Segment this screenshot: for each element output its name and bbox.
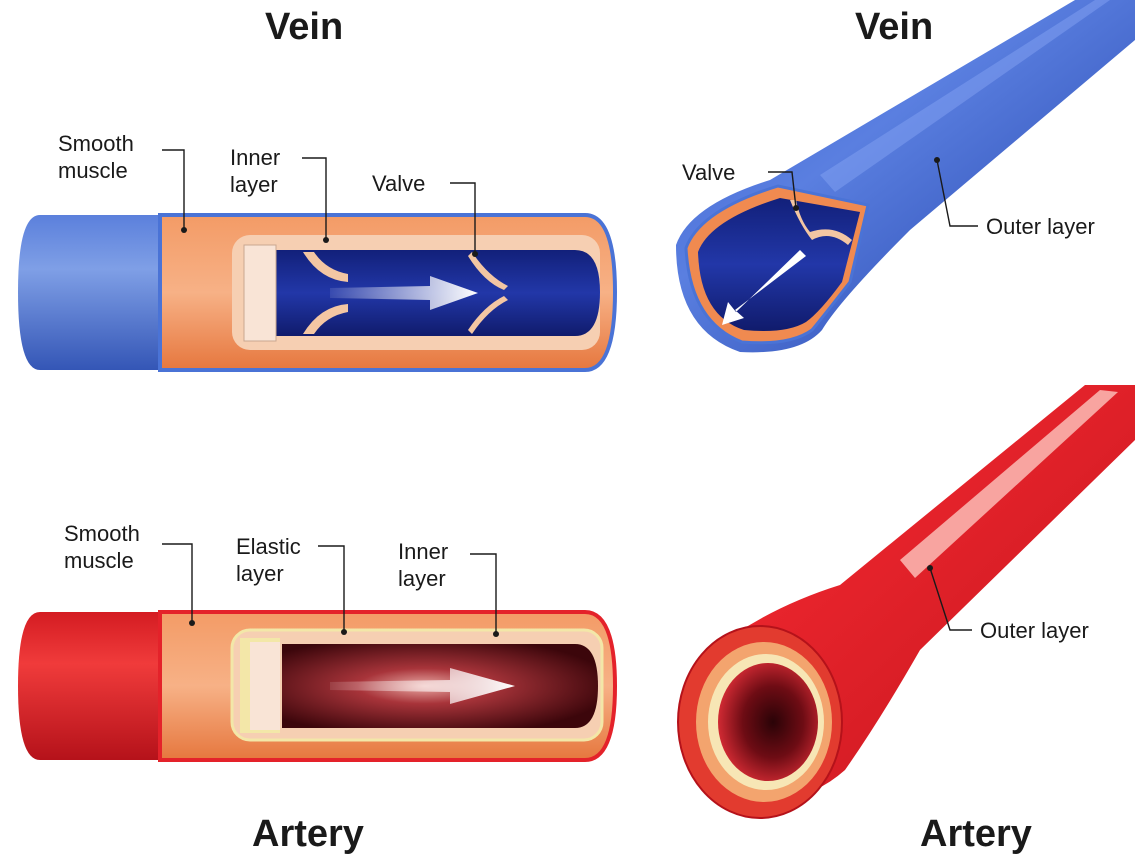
artery-inner-cut [250,642,280,730]
vein-tube-outer-layer-label: Outer layer [986,213,1095,240]
vein-section [18,215,615,370]
leader-dot [793,205,799,211]
label-line: muscle [64,547,140,574]
leader-dot [189,620,195,626]
vein-right-title: Vein [855,8,933,46]
vein-smooth-muscle-label: Smooth muscle [58,130,134,184]
artery-right-title: Artery [920,815,1032,853]
artery-inner-layer-label: Inner layer [398,538,448,592]
vein-left-title: Vein [265,8,343,46]
artery-tube-opening [718,663,818,781]
leader-dot [493,631,499,637]
leader-dot [341,629,347,635]
label-line: Inner [398,538,448,565]
label-line: layer [236,560,301,587]
leader-dot [181,227,187,233]
label-line: Smooth [64,520,140,547]
vein-inner-cut [244,245,276,341]
label-line: layer [398,565,448,592]
artery-section [18,612,615,760]
label-line: Elastic [236,533,301,560]
label-line: muscle [58,157,134,184]
vein-tube-valve-label: Valve [682,159,735,186]
artery-tube [678,385,1135,818]
leader-dot [323,237,329,243]
vein-inner-layer-label: Inner layer [230,144,280,198]
vein-tube [676,0,1135,352]
leader-dot [934,157,940,163]
artery-smooth-muscle-label: Smooth muscle [64,520,140,574]
label-line: layer [230,171,280,198]
leader-dot [472,251,478,257]
artery-elastic-layer-label: Elastic layer [236,533,301,587]
label-line: Smooth [58,130,134,157]
vein-valve-label: Valve [372,170,425,197]
artery-tube-outer-layer-label: Outer layer [980,617,1089,644]
artery-left-title: Artery [252,815,364,853]
leader-dot [927,565,933,571]
label-line: Inner [230,144,280,171]
